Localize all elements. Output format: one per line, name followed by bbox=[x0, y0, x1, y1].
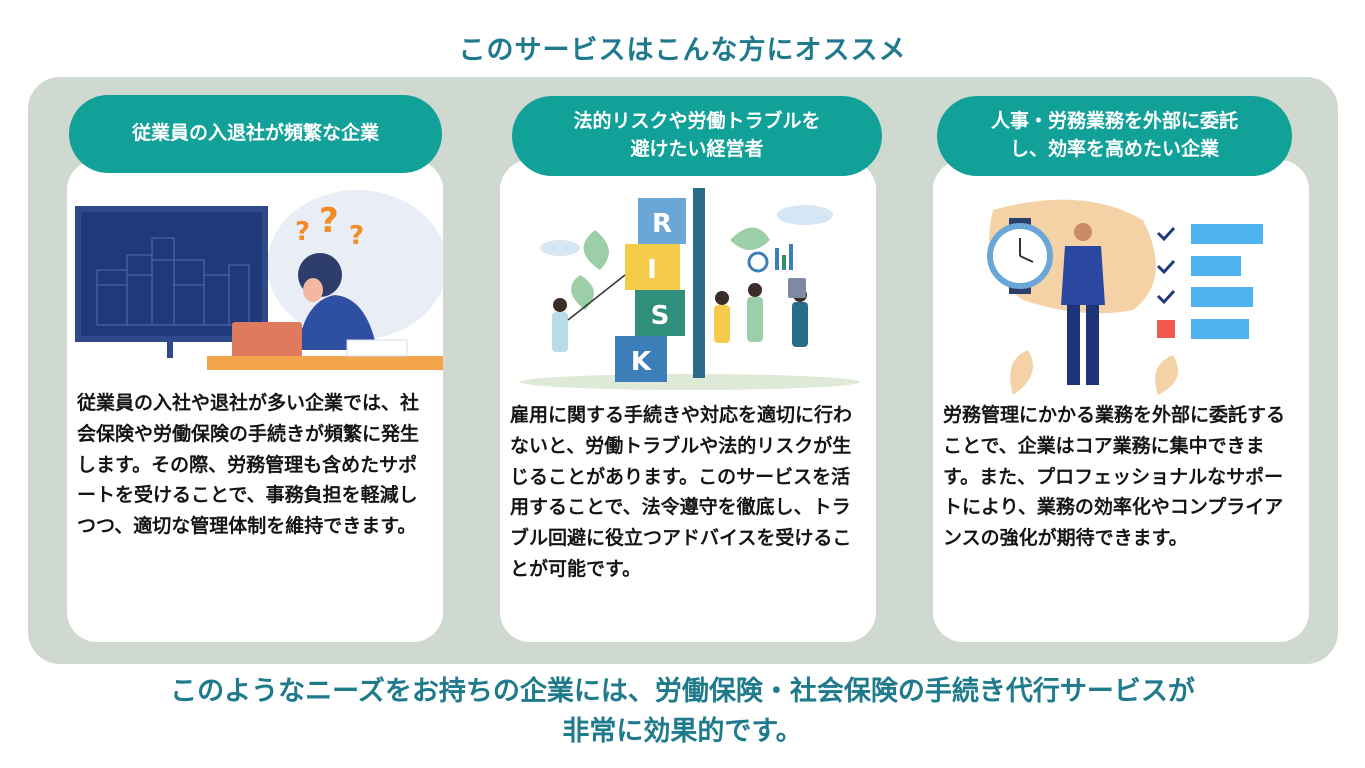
card-2-title-line1: 法的リスクや労働トラブルを bbox=[573, 110, 821, 133]
card-outsourcing: 労務管理にかかる業務を外部に委託することで、企業はコア業務に集中できます。また、… bbox=[933, 160, 1309, 642]
svg-text:?: ? bbox=[295, 217, 310, 247]
card-3-title-line1: 人事・労務業務を外部に委託 bbox=[990, 110, 1238, 133]
card-3-title: 人事・労務業務を外部に委託 し、効率を高めたい企業 bbox=[937, 96, 1292, 176]
check-icon bbox=[1156, 226, 1176, 305]
card-2-title-line2: 避けたい経営者 bbox=[630, 138, 764, 160]
risk-blocks-illustration: R I S K bbox=[500, 160, 876, 400]
card-legal-risk: R I S K 雇用に関する手続きや対応を適切に行わないと、労働トラブルや法的リ… bbox=[500, 160, 876, 642]
stressed-worker-illustration: ? ? ? bbox=[67, 160, 443, 380]
card-2-body: 雇用に関する手続きや対応を適切に行わないと、労働トラブルや法的リスクが生じること… bbox=[510, 404, 853, 580]
svg-text:?: ? bbox=[349, 221, 364, 251]
card-2-title: 法的リスクや労働トラブルを 避けたい経営者 bbox=[512, 96, 882, 176]
card-3-body: 労務管理にかかる業務を外部に委託することで、企業はコア業務に集中できます。また、… bbox=[943, 404, 1286, 550]
card-1-title-text: 従業員の入退社が頻繁な企業 bbox=[131, 122, 379, 145]
card-1-title: 従業員の入退社が頻繁な企業 bbox=[69, 95, 442, 173]
footer-line-2: 非常に効果的です。 bbox=[562, 716, 803, 747]
footer-line-1: このようなニーズをお持ちの企業には、労働保険・社会保険の手続き代行サービスが bbox=[170, 676, 1195, 707]
risk-letter-i: I bbox=[647, 255, 657, 285]
risk-letter-s: S bbox=[651, 301, 670, 331]
card-1-body: 従業員の入社や退社が多い企業では、社会保険や労働保険の手続きが頻繁に発生します。… bbox=[77, 392, 420, 538]
svg-text:?: ? bbox=[319, 201, 339, 241]
page-title: このサービスはこんな方にオススメ bbox=[458, 35, 907, 66]
businessman-checklist-illustration bbox=[933, 160, 1309, 400]
card-3-title-line2: し、効率を高めたい企業 bbox=[1009, 138, 1219, 160]
risk-letter-k: K bbox=[631, 347, 652, 377]
risk-letter-r: R bbox=[652, 209, 672, 239]
card-frequent-hiring: ? ? ? 従業員の入社や退社が多い企業では、社会保険や労働保険の手続きが頻繁に… bbox=[67, 160, 443, 642]
